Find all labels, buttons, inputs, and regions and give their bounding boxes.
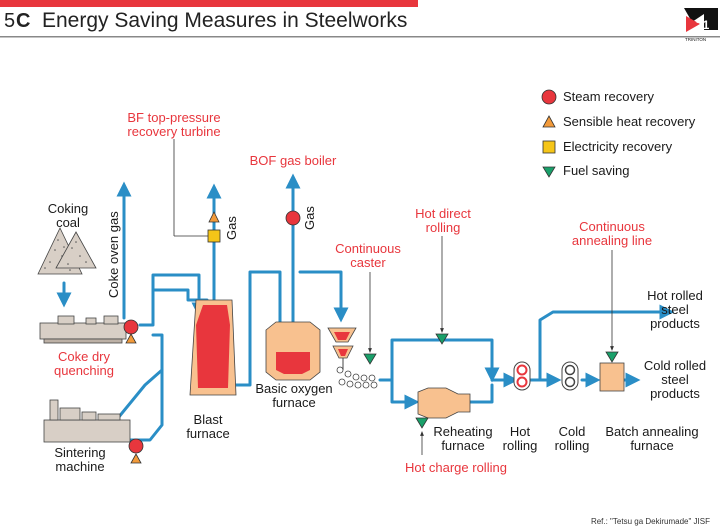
bof-label: furnace xyxy=(272,395,315,410)
cold-rolled-products-label: products xyxy=(650,386,700,401)
batch-annealing-label: furnace xyxy=(630,438,673,453)
reheating-furnace-label: furnace xyxy=(441,438,484,453)
bf-turbine-label: BF top-pressure xyxy=(127,110,220,125)
caster-fuel-saving-icon xyxy=(363,353,377,365)
gas-label: Gas xyxy=(224,216,239,240)
hot-rolling-mill xyxy=(513,361,531,391)
hdr-fuel-saving-icon xyxy=(435,333,449,345)
bf-turbine-heat-icon xyxy=(208,211,220,223)
hot-rolling-label: rolling xyxy=(503,438,538,453)
legend-label: Fuel saving xyxy=(563,163,629,178)
hot-rolling-label: Hot xyxy=(510,424,531,439)
blast-furnace xyxy=(189,299,237,396)
coke-dry-quenching-label: quenching xyxy=(54,363,114,378)
coking-coal-pile xyxy=(37,227,97,275)
section-number: 5 xyxy=(4,10,15,32)
bof-label: Basic oxygen xyxy=(255,381,332,396)
publisher-logo: 21 TRINITON xyxy=(684,8,718,42)
legend-label: Steam recovery xyxy=(563,89,655,104)
section-letter: C xyxy=(16,10,30,32)
continuous-caster-label: caster xyxy=(350,255,386,270)
sintering-machine-label: machine xyxy=(55,459,104,474)
coke-dry-quenching-label: Coke dry xyxy=(58,349,111,364)
legend-label: Electricity recovery xyxy=(563,139,673,154)
coke-oven-gas-label: Coke oven gas xyxy=(106,211,121,298)
sintering-machine xyxy=(43,399,131,443)
batch-annealing-furnace xyxy=(599,362,625,392)
continuous-annealing-label: annealing line xyxy=(572,233,652,248)
sintering-machine-label: Sintering xyxy=(54,445,105,460)
bof-steam-icon xyxy=(285,210,301,226)
hcr-fuel-saving-icon xyxy=(415,417,429,429)
gas-label: Gas xyxy=(302,206,317,230)
cold-rolling-mill xyxy=(561,361,579,391)
coking-coal-label: coal xyxy=(56,215,80,230)
reheating-furnace xyxy=(417,387,471,419)
basic-oxygen-furnace xyxy=(265,321,321,381)
page-title: Energy Saving Measures in Steelworks xyxy=(42,9,407,32)
cold-rolling-label: rolling xyxy=(555,438,590,453)
hot-direct-rolling-label: rolling xyxy=(426,220,461,235)
flow-lines xyxy=(56,173,675,442)
hot-rolled-products-label: steel xyxy=(661,302,689,317)
legend-sensible-heat-icon xyxy=(542,115,556,128)
blast-furnace-label: furnace xyxy=(186,426,229,441)
legend-fuel-saving-icon xyxy=(542,166,556,178)
reference-note: Ref.: "Tetsu ga Dekirumade" JISF xyxy=(591,517,710,526)
continuous-annealing-label: Continuous xyxy=(579,219,645,234)
cold-rolled-products-label: Cold rolled xyxy=(644,358,706,373)
continuous-caster-label: Continuous xyxy=(335,241,401,256)
svg-text:TRINITON: TRINITON xyxy=(685,37,706,42)
legend-electricity-icon xyxy=(542,140,556,154)
labels: Coking coal Coke oven gas Coke dry quenc… xyxy=(48,110,706,475)
continuous-caster xyxy=(327,327,378,389)
legend-label: Sensible heat recovery xyxy=(563,114,696,129)
hot-charge-rolling-label: Hot charge rolling xyxy=(405,460,507,475)
blast-furnace-label: Blast xyxy=(194,412,223,427)
legend-steam-icon xyxy=(541,89,557,105)
batch-annealing-label: Batch annealing xyxy=(605,424,698,439)
reheating-furnace-label: Reheating xyxy=(433,424,492,439)
header-bar xyxy=(0,0,418,7)
hot-direct-rolling-label: Hot direct xyxy=(415,206,471,221)
hot-rolled-products-label: products xyxy=(650,316,700,331)
cold-rolling-label: Cold xyxy=(559,424,586,439)
sinter-heat-icon xyxy=(130,453,142,464)
coke-oven xyxy=(39,315,127,344)
coking-coal-label: Coking xyxy=(48,201,88,216)
cdq-steam-icon xyxy=(123,319,139,335)
header-rule xyxy=(0,36,720,38)
sinter-steam-icon xyxy=(128,438,144,454)
svg-text:21: 21 xyxy=(696,18,710,32)
cold-rolled-products-label: steel xyxy=(661,372,689,387)
hot-rolled-products-label: Hot rolled xyxy=(647,288,703,303)
legend: Steam recovery Sensible heat recovery El… xyxy=(541,89,696,178)
bf-turbine-label: recovery turbine xyxy=(127,124,220,139)
bof-gas-boiler-label: BOF gas boiler xyxy=(250,153,337,168)
cdq-heat-icon xyxy=(125,333,137,344)
annealing-fuel-saving-icon xyxy=(605,351,619,363)
bf-turbine-electricity-icon xyxy=(207,229,221,243)
